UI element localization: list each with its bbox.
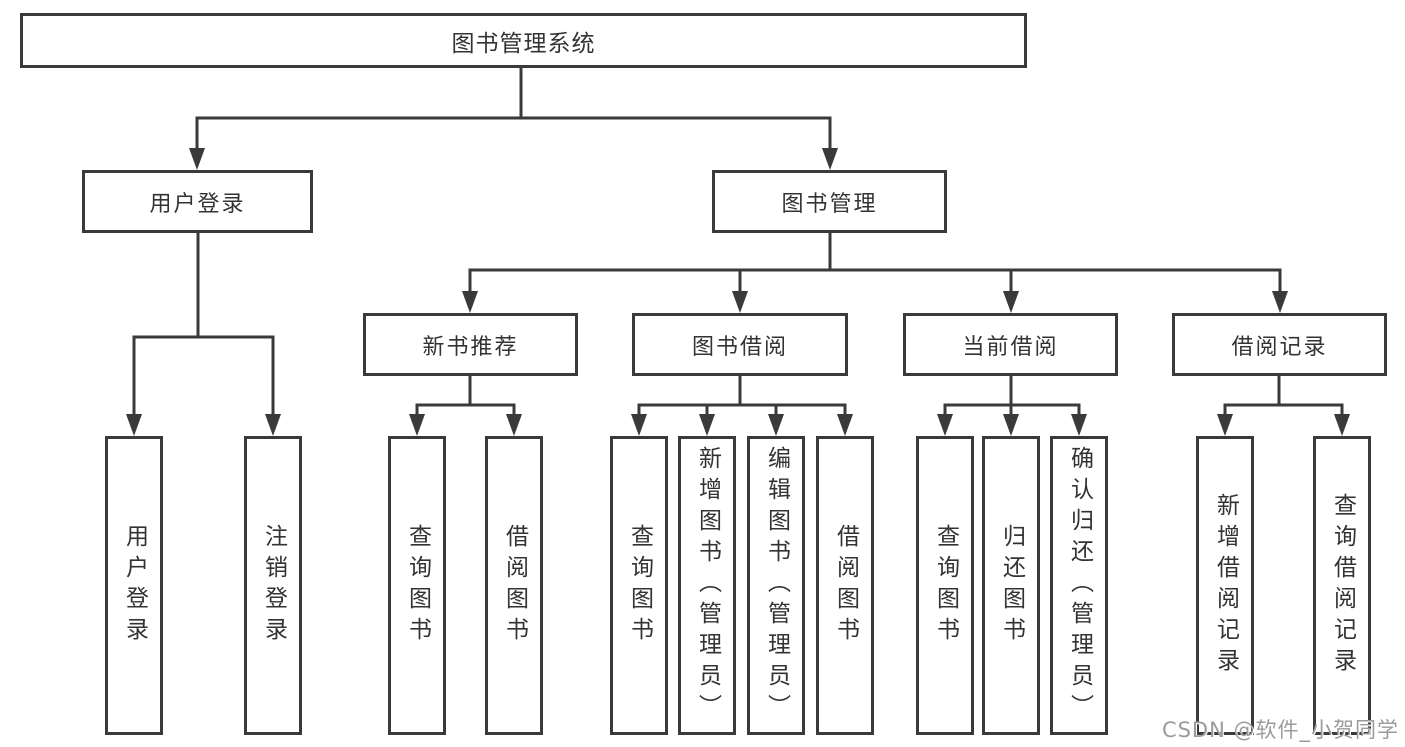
node-current-borrow: 当前借阅 xyxy=(903,313,1118,376)
leaf-borrow-book-recommend: 借阅图书 xyxy=(485,436,543,735)
leaf-return-book-label: 归还图书 xyxy=(998,523,1025,648)
leaf-query-book-recommend-label: 查询图书 xyxy=(404,523,431,648)
csdn-watermark: CSDN @软件_小贺同学 xyxy=(1161,718,1399,742)
node-book-borrow-label: 图书借阅 xyxy=(691,334,788,360)
leaf-user-login-label: 用户登录 xyxy=(121,523,148,648)
leaf-logout-label: 注销登录 xyxy=(260,523,287,648)
node-root-label: 图书管理系统 xyxy=(451,30,596,57)
connector-new-book-recommend-children xyxy=(409,376,522,436)
node-borrow-records-label: 借阅记录 xyxy=(1231,334,1328,360)
leaf-borrow-book-recommend-label: 借阅图书 xyxy=(501,523,528,648)
leaf-borrow-book-label: 借阅图书 xyxy=(832,523,859,648)
leaf-add-book: 新增图书（管理员） xyxy=(678,436,736,735)
node-book-borrow: 图书借阅 xyxy=(632,313,848,376)
leaf-add-book-label: 新增图书（管理员） xyxy=(694,446,721,725)
leaf-query-borrow-record-label: 查询借阅记录 xyxy=(1329,492,1356,679)
leaf-confirm-return-label: 确认归还（管理员） xyxy=(1066,446,1093,725)
leaf-add-borrow-record: 新增借阅记录 xyxy=(1196,436,1254,735)
node-book-management-label: 图书管理 xyxy=(781,191,878,217)
connector-book-management-children xyxy=(462,233,1288,313)
node-new-book-recommend-label: 新书推荐 xyxy=(422,334,519,360)
node-borrow-records: 借阅记录 xyxy=(1172,313,1387,376)
leaf-add-borrow-record-label: 新增借阅记录 xyxy=(1212,492,1239,679)
leaf-query-book-recommend: 查询图书 xyxy=(388,436,446,735)
connector-current-borrow-children xyxy=(937,376,1087,436)
connector-borrow-records-children xyxy=(1217,376,1350,436)
connector-user-login-children xyxy=(126,233,281,436)
leaf-query-borrow-record: 查询借阅记录 xyxy=(1313,436,1371,735)
leaf-logout: 注销登录 xyxy=(244,436,302,735)
leaf-return-book: 归还图书 xyxy=(982,436,1040,735)
node-user-login: 用户登录 xyxy=(82,170,313,233)
leaf-borrow-book: 借阅图书 xyxy=(816,436,874,735)
node-current-borrow-label: 当前借阅 xyxy=(962,334,1059,360)
connector-book-borrow-children xyxy=(631,376,853,436)
leaf-query-book-borrow: 查询图书 xyxy=(610,436,668,735)
leaf-query-book-current: 查询图书 xyxy=(916,436,974,735)
connector-root-to-level2 xyxy=(189,68,838,170)
leaf-edit-book: 编辑图书（管理员） xyxy=(747,436,805,735)
leaf-query-book-borrow-label: 查询图书 xyxy=(626,523,653,648)
node-book-management: 图书管理 xyxy=(712,170,947,233)
node-root: 图书管理系统 xyxy=(20,13,1027,68)
leaf-confirm-return: 确认归还（管理员） xyxy=(1050,436,1108,735)
node-user-login-label: 用户登录 xyxy=(149,191,246,217)
leaf-user-login: 用户登录 xyxy=(105,436,163,735)
leaf-query-book-current-label: 查询图书 xyxy=(932,523,959,648)
node-new-book-recommend: 新书推荐 xyxy=(363,313,578,376)
leaf-edit-book-label: 编辑图书（管理员） xyxy=(763,446,790,725)
